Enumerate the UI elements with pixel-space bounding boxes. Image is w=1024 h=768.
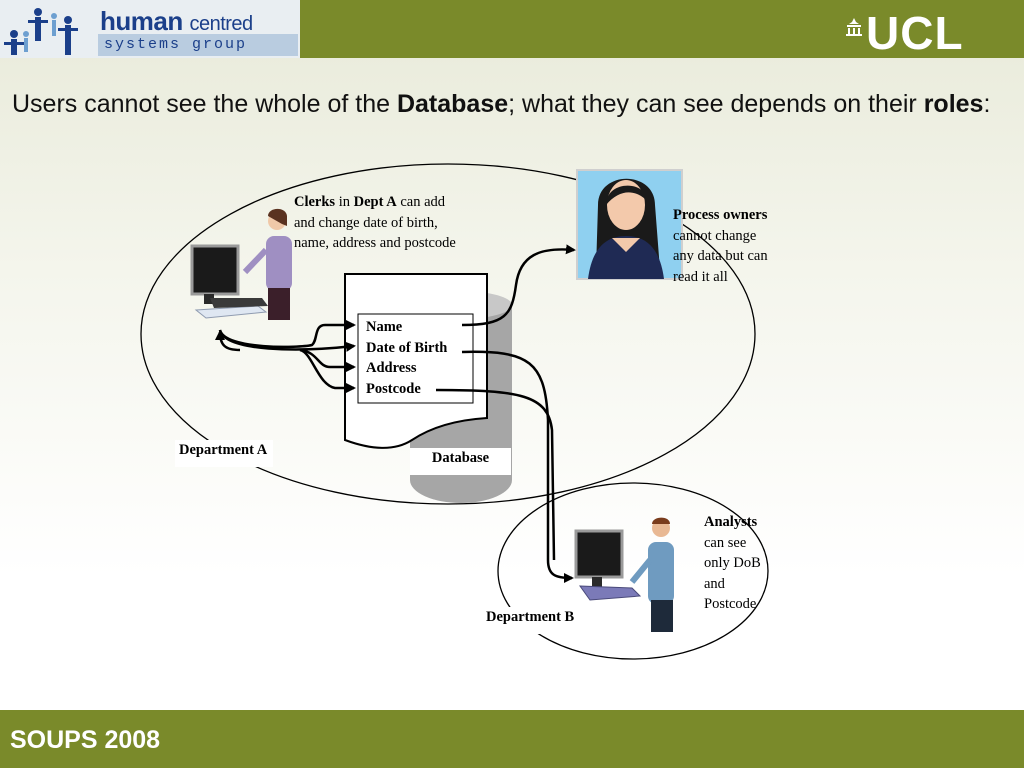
department-a-ellipse <box>140 163 756 505</box>
clerks-label: Clerks in Dept A can add and change date… <box>294 194 456 251</box>
process-owner-arrow <box>461 244 576 327</box>
logo-text-line2: systems group <box>104 36 248 53</box>
clerk-person-icon <box>242 208 292 320</box>
process-owner-photo <box>576 169 683 280</box>
footer-title: SOUPS 2008 <box>10 726 161 754</box>
field-name: Name <box>366 319 403 335</box>
logo-strip <box>98 34 298 56</box>
department-b-label: Department B <box>482 607 581 634</box>
analyst-arrow-dob <box>461 350 574 583</box>
database-label: Database <box>410 448 511 475</box>
footer-bar <box>0 710 1024 768</box>
people-logo-icon <box>4 8 78 55</box>
clerk-arrow-postcode <box>299 348 356 393</box>
analyst-person-icon <box>629 517 674 632</box>
clerk-arrow-name <box>218 320 356 349</box>
clerk-arrow-back <box>215 330 241 352</box>
analysts-label: Analysts can see only DoB and Postcode <box>704 514 761 612</box>
slide-heading: Users cannot see the whole of the Databa… <box>12 90 991 118</box>
field-date-of-birth: Date of Birth <box>366 340 448 356</box>
department-b-ellipse <box>497 482 769 660</box>
analyst-computer-icon <box>574 529 642 601</box>
field-address: Address <box>366 360 417 376</box>
ucl-portico-icon <box>846 18 862 36</box>
logo-text-line1: human centred <box>100 6 253 36</box>
process-owners-label: Process owners cannot change any data bu… <box>673 207 768 285</box>
analyst-arrow-postcode <box>435 388 556 561</box>
department-a-label: Department A <box>175 440 274 467</box>
clerk-computer-icon <box>190 244 268 319</box>
field-postcode: Postcode <box>366 381 421 397</box>
ucl-logo: UCL <box>866 7 964 59</box>
hcsg-logo: human centred systems group <box>0 0 300 58</box>
fields-box <box>357 313 474 404</box>
